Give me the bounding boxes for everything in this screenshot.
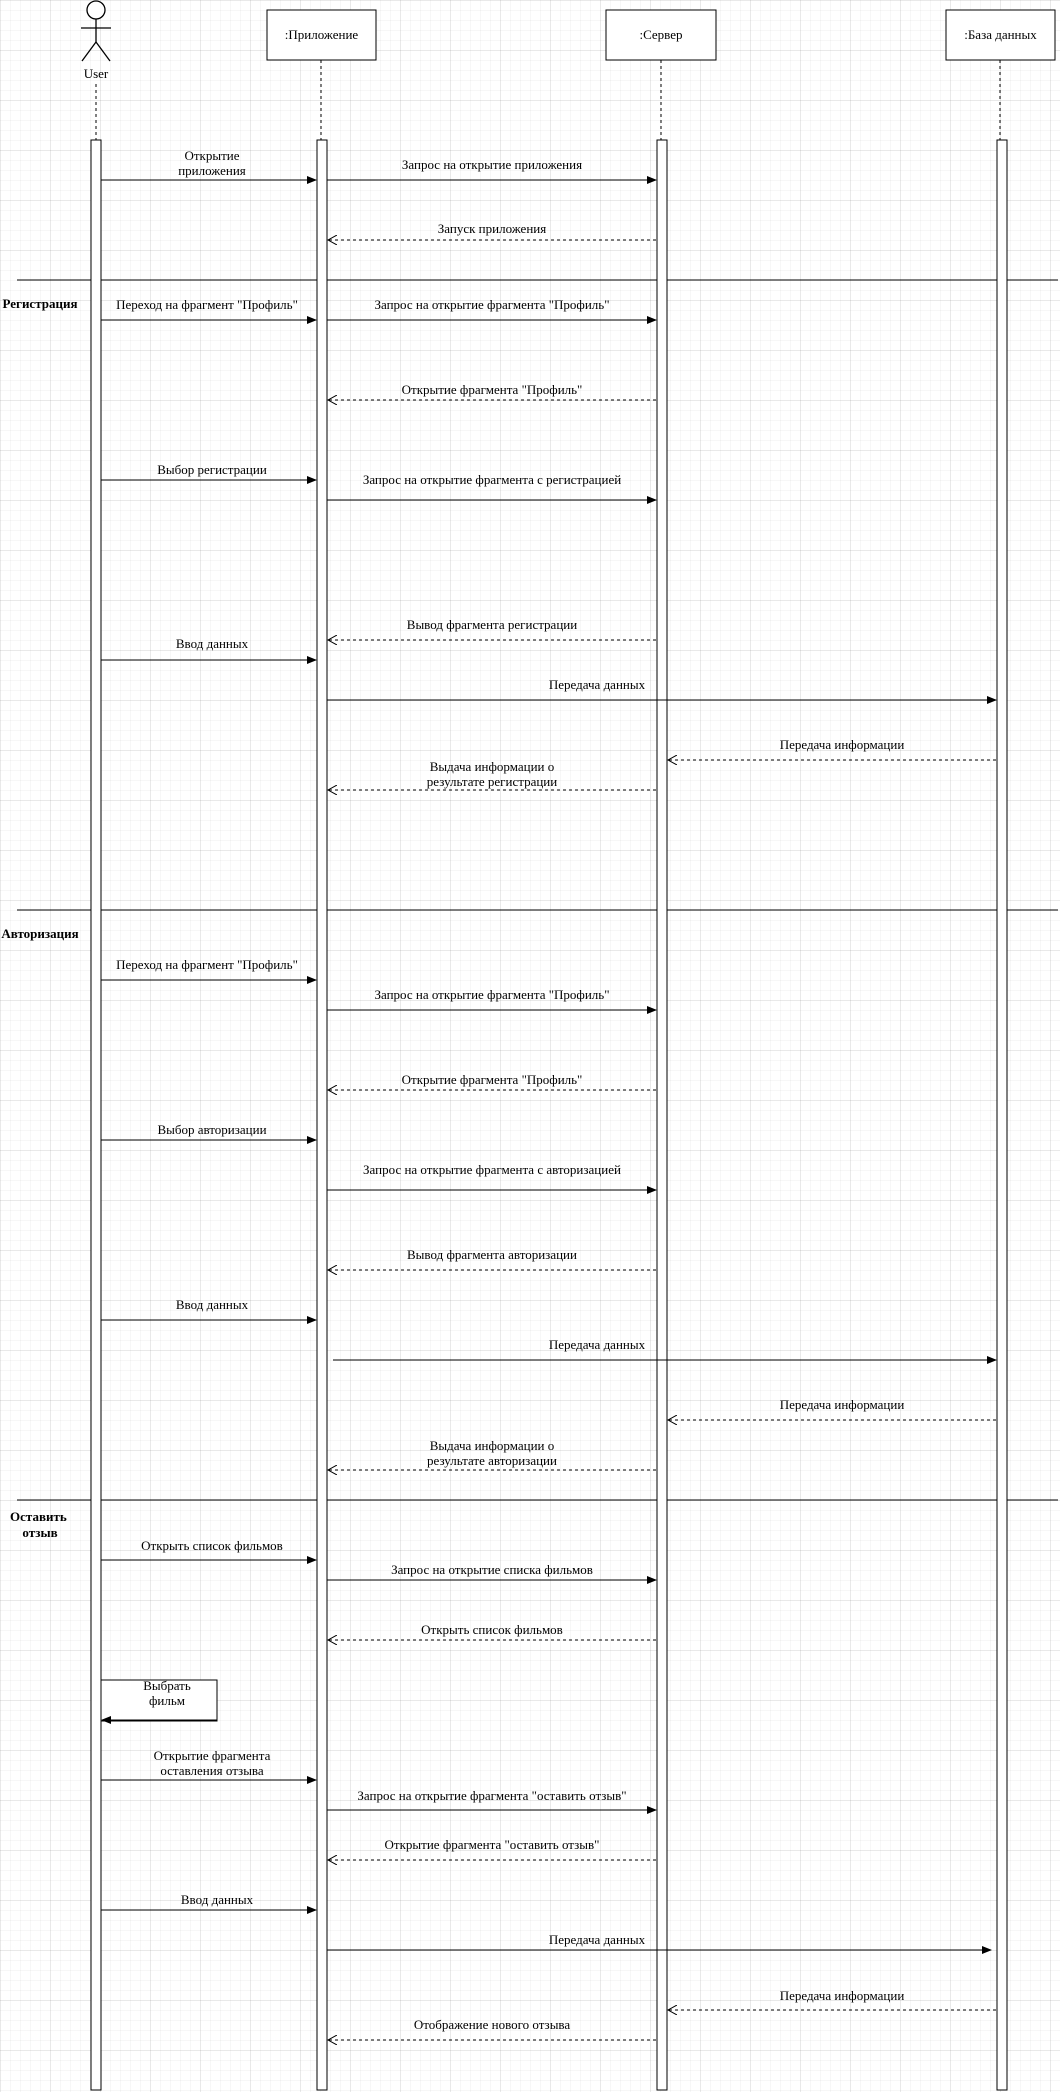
message-16-return: Открытие фрагмента "Профиль" [328, 1072, 656, 1090]
message-label: Запрос на открытие фрагмента с авторизац… [363, 1162, 621, 1177]
message-label: Открыть список фильмов [141, 1538, 283, 1553]
section-label-review: Оставить отзыв [10, 1509, 70, 1540]
participant-app: :Приложение [266, 9, 377, 61]
message-label: Запрос на открытие фрагмента "Профиль" [374, 297, 609, 312]
message-label: Ввод данных [176, 1297, 249, 1312]
message-11: Передача данных [327, 677, 997, 704]
message-label: Передача данных [549, 677, 646, 692]
message-label: Запрос на открытие списка фильмов [391, 1562, 593, 1577]
section-dividers [17, 279, 1058, 1501]
self-message-box [100, 1679, 218, 1722]
message-15: Запрос на открытие фрагмента "Профиль" [327, 987, 657, 1014]
db-activation-bar [996, 139, 1008, 2091]
message-32: Передача данных [327, 1932, 992, 1954]
server-activation-bar [656, 139, 668, 2091]
section-label-registration: Регистрация [3, 296, 78, 311]
message-label: Передача данных [549, 1932, 646, 1947]
activation-bars [90, 139, 1008, 2091]
message-label: Открытие фрагмента "Профиль" [402, 382, 583, 397]
message-4: Переход на фрагмент "Профиль" [101, 297, 317, 324]
participant-box [266, 9, 377, 61]
message-label: Открытие фрагмента "оставить отзыв" [385, 1837, 600, 1852]
user-actor: User [81, 0, 111, 81]
participant-server: :Сервер [605, 9, 717, 61]
message-3-return: Запуск приложения [328, 221, 656, 240]
message-9-return: Вывод фрагмента регистрации [328, 617, 656, 640]
message-label: Отображение нового отзыва [414, 2017, 571, 2032]
stick-figure-icon [81, 0, 111, 62]
message-2: Запрос на открытие приложения [327, 157, 657, 184]
message-label: Ввод данных [181, 1892, 254, 1907]
message-label: Выбор авторизации [157, 1122, 266, 1137]
message-label: Передача данных [549, 1337, 646, 1352]
message-14: Переход на фрагмент "Профиль" [101, 957, 317, 984]
message-label: Переход на фрагмент "Профиль" [116, 957, 298, 972]
message-label: Переход на фрагмент "Профиль" [116, 297, 298, 312]
message-label: Передача информации [780, 1988, 905, 2003]
message-label: Вывод фрагмента авторизации [407, 1247, 577, 1262]
message-7: Выбор регистрации [101, 462, 317, 484]
app-activation-bar [316, 139, 328, 2091]
message-18: Запрос на открытие фрагмента с авторизац… [327, 1162, 657, 1194]
message-8: Запрос на открытие фрагмента с регистрац… [327, 472, 657, 504]
message-label: Передача информации [780, 1397, 905, 1412]
section-label-authorization: Авторизация [1, 926, 78, 941]
message-25: Запрос на открытие списка фильмов [327, 1562, 657, 1584]
message-label: Открыть список фильмов [421, 1622, 563, 1637]
actor-label: User [84, 66, 109, 81]
message-label: Выбор регистрации [157, 462, 267, 477]
message-5: Запрос на открытие фрагмента "Профиль" [327, 297, 657, 324]
participant-label: :Приложение [285, 27, 359, 42]
message-24: Открыть список фильмов [101, 1538, 317, 1564]
participant-label: :Сервер [639, 27, 682, 42]
message-29: Запрос на открытие фрагмента "оставить о… [327, 1788, 657, 1814]
message-label: Открытие фрагмента "Профиль" [402, 1072, 583, 1087]
message-33-return: Передача информации [668, 1988, 996, 2010]
message-31: Ввод данных [101, 1892, 317, 1914]
message-30-return: Открытие фрагмента "оставить отзыв" [328, 1837, 656, 1860]
message-label: Ввод данных [176, 636, 249, 651]
lifelines [95, 60, 1001, 140]
participant-db: :База данных [945, 9, 1056, 61]
participant-label: :База данных [964, 27, 1037, 42]
message-label: Запрос на открытие фрагмента "оставить о… [357, 1788, 626, 1803]
message-label: Запуск приложения [438, 221, 546, 236]
message-label: Запрос на открытие приложения [402, 157, 582, 172]
participant-box [945, 9, 1056, 61]
message-19-return: Вывод фрагмента авторизации [328, 1247, 656, 1270]
message-34-return: Отображение нового отзыва [328, 2017, 656, 2040]
participant-box [605, 9, 717, 61]
message-6-return: Открытие фрагмента "Профиль" [328, 382, 656, 400]
message-label: Запрос на открытие фрагмента с регистрац… [363, 472, 621, 487]
message-12-return: Передача информации [668, 737, 996, 760]
message-label: Вывод фрагмента регистрации [407, 617, 577, 632]
message-20: Ввод данных [101, 1297, 317, 1324]
message-21: Передача данных [333, 1337, 997, 1364]
user-activation-bar [90, 139, 102, 2091]
message-26-return: Открыть список фильмов [328, 1622, 656, 1640]
message-17: Выбор авторизации [101, 1122, 317, 1144]
message-label: Запрос на открытие фрагмента "Профиль" [374, 987, 609, 1002]
message-10: Ввод данных [101, 636, 317, 664]
message-22-return: Передача информации [668, 1397, 996, 1420]
section-labels: Регистрация Авторизация Оставить отзыв [1, 296, 78, 1540]
message-label: Передача информации [780, 737, 905, 752]
